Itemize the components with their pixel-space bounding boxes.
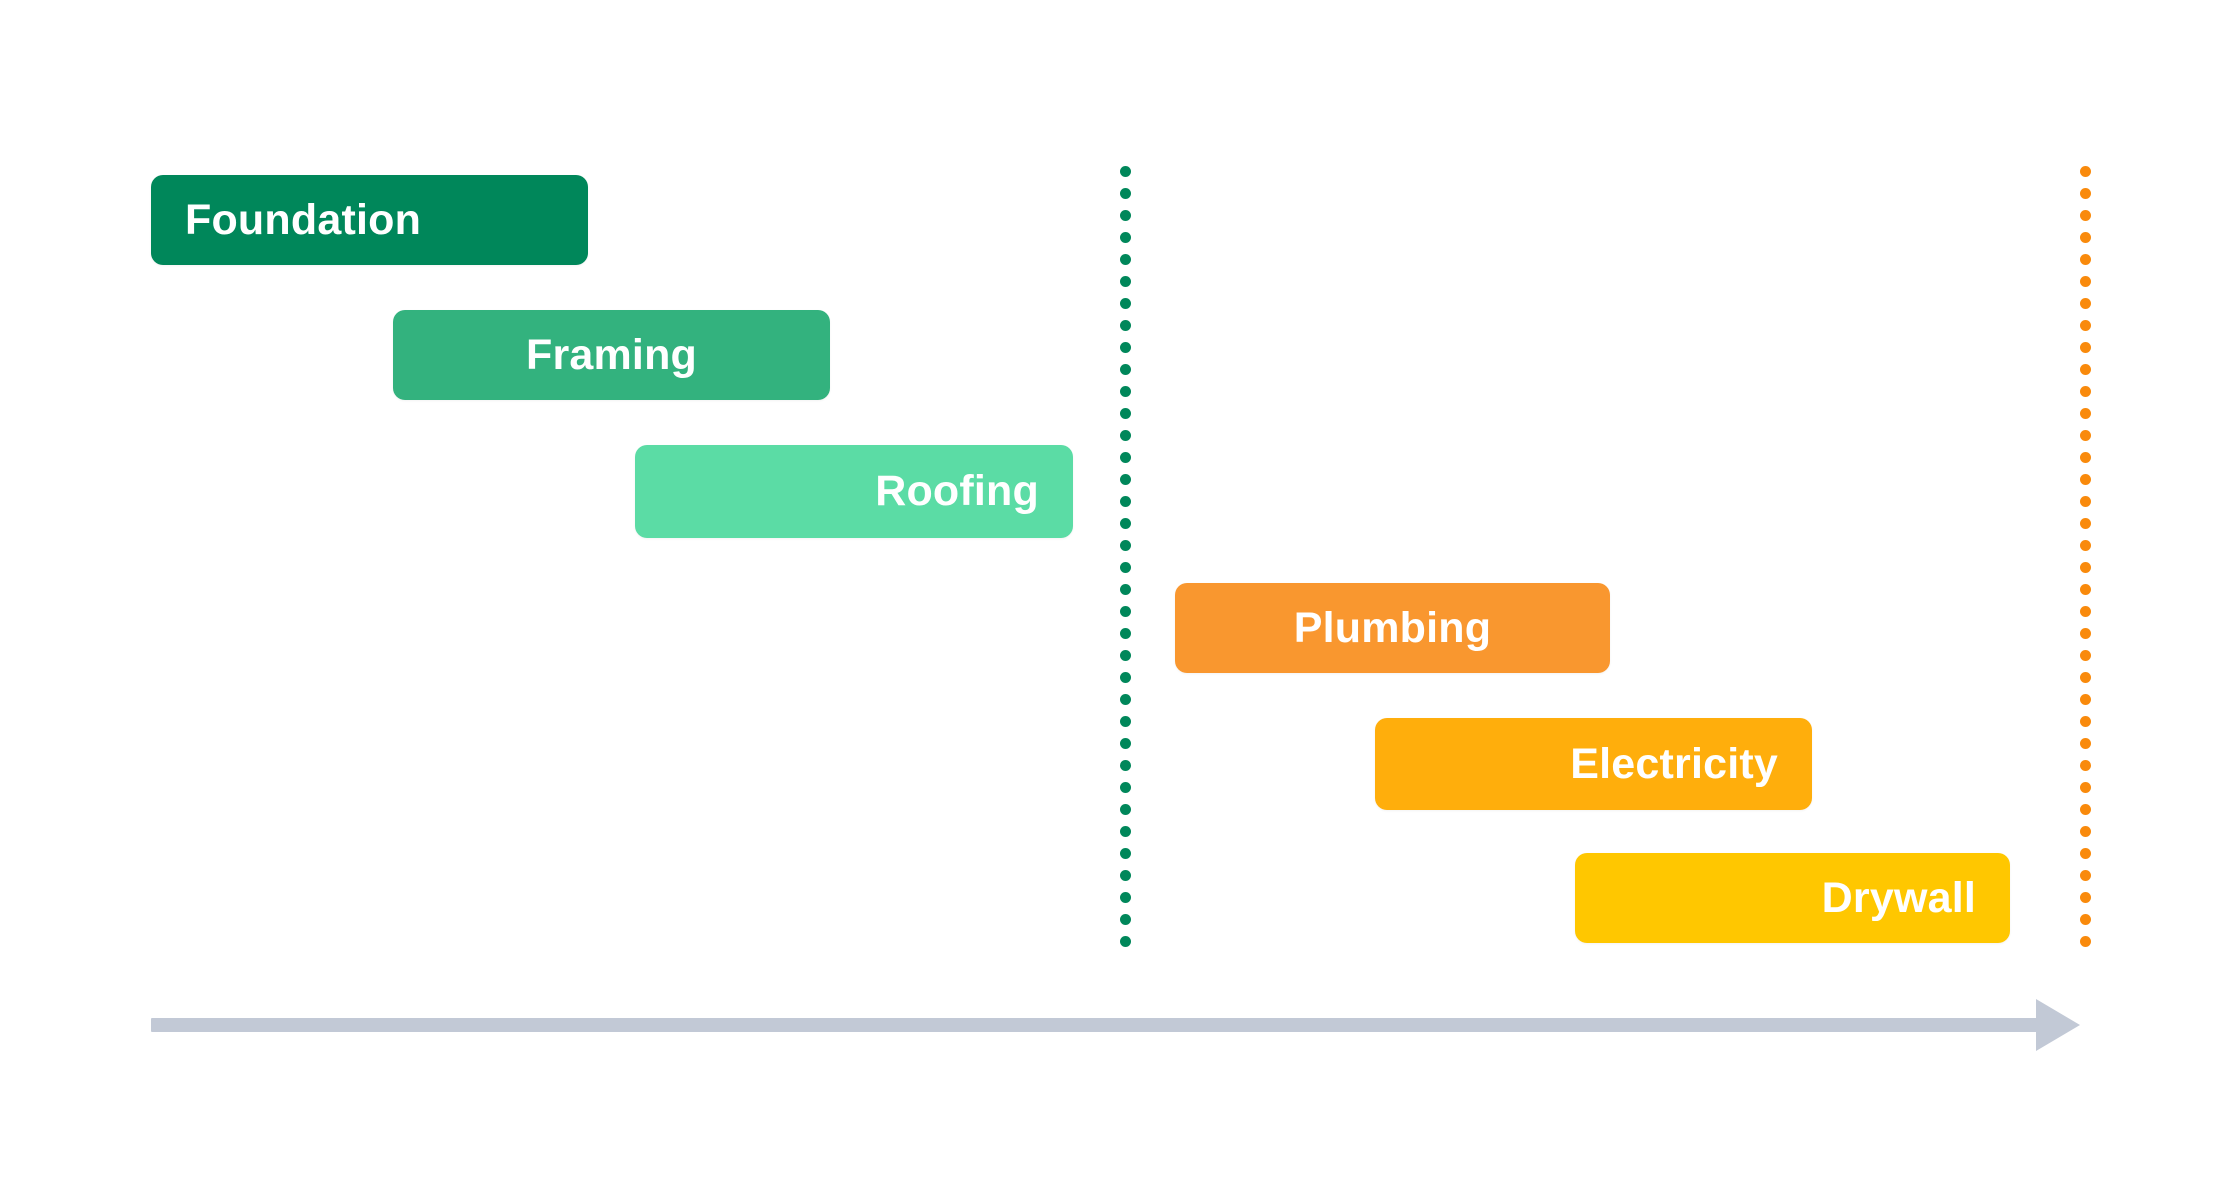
milestone-dot-icon — [1120, 738, 1131, 749]
milestone-dot-icon — [1120, 606, 1131, 617]
milestone-dot-icon — [1120, 210, 1131, 221]
milestone-dot-icon — [2080, 166, 2091, 177]
milestone-guide-phase-boundary-end — [2080, 166, 2091, 950]
milestone-dot-icon — [2080, 188, 2091, 199]
gantt-bar-label: Plumbing — [1293, 603, 1492, 652]
milestone-dot-icon — [2080, 826, 2091, 837]
milestone-dot-icon — [2080, 804, 2091, 815]
milestone-dot-icon — [2080, 430, 2091, 441]
gantt-bar-label: Electricity — [1570, 739, 1778, 788]
milestone-dot-icon — [2080, 386, 2091, 397]
milestone-dot-icon — [1120, 782, 1131, 793]
gantt-bar-label: Drywall — [1821, 873, 1976, 922]
gantt-bar-label: Foundation — [185, 195, 422, 244]
milestone-dot-icon — [1120, 826, 1131, 837]
milestone-dot-icon — [1120, 760, 1131, 771]
milestone-dot-icon — [1120, 254, 1131, 265]
gantt-bar-label: Framing — [525, 330, 698, 379]
milestone-dot-icon — [2080, 562, 2091, 573]
milestone-dot-icon — [2080, 254, 2091, 265]
milestone-dot-icon — [1120, 474, 1131, 485]
milestone-dot-icon — [1120, 342, 1131, 353]
milestone-dot-icon — [2080, 452, 2091, 463]
milestone-dot-icon — [2080, 584, 2091, 595]
milestone-dot-icon — [1120, 584, 1131, 595]
milestone-dot-icon — [1120, 496, 1131, 507]
milestone-dot-icon — [2080, 936, 2091, 947]
milestone-dot-icon — [1120, 650, 1131, 661]
milestone-dot-icon — [2080, 606, 2091, 617]
milestone-dot-icon — [2080, 518, 2091, 529]
milestone-dot-icon — [2080, 650, 2091, 661]
milestone-dot-icon — [1120, 298, 1131, 309]
milestone-dot-icon — [1120, 936, 1131, 947]
milestone-dot-icon — [2080, 364, 2091, 375]
milestone-dot-icon — [2080, 342, 2091, 353]
milestone-dot-icon — [2080, 320, 2091, 331]
milestone-dot-icon — [1120, 276, 1131, 287]
milestone-dot-icon — [1120, 320, 1131, 331]
milestone-dot-icon — [2080, 694, 2091, 705]
timeline-axis-arrowhead — [2036, 999, 2080, 1051]
milestone-dot-icon — [2080, 232, 2091, 243]
milestone-dot-icon — [1120, 430, 1131, 441]
milestone-dot-icon — [1120, 694, 1131, 705]
gantt-bar-label: Roofing — [875, 467, 1039, 515]
timeline-axis-shaft — [151, 1018, 2042, 1032]
milestone-dot-icon — [2080, 496, 2091, 507]
gantt-bar-foundation[interactable]: Foundation — [151, 175, 588, 265]
milestone-dot-icon — [2080, 760, 2091, 771]
milestone-dot-icon — [1120, 716, 1131, 727]
milestone-dot-icon — [1120, 848, 1131, 859]
milestone-dot-icon — [2080, 892, 2091, 903]
milestone-dot-icon — [1120, 628, 1131, 639]
milestone-dot-icon — [1120, 804, 1131, 815]
milestone-dot-icon — [2080, 672, 2091, 683]
milestone-dot-icon — [2080, 408, 2091, 419]
milestone-dot-icon — [1120, 232, 1131, 243]
timeline-axis-arrow — [151, 995, 2080, 1055]
milestone-dot-icon — [2080, 848, 2091, 859]
gantt-bar-roofing[interactable]: Roofing — [635, 445, 1073, 538]
milestone-dot-icon — [2080, 738, 2091, 749]
milestone-dot-icon — [2080, 474, 2091, 485]
milestone-dot-icon — [1120, 166, 1131, 177]
milestone-dot-icon — [1120, 914, 1131, 925]
milestone-dot-icon — [2080, 914, 2091, 925]
gantt-bar-electricity[interactable]: Electricity — [1375, 718, 1812, 810]
gantt-bar-framing[interactable]: Framing — [393, 310, 830, 400]
milestone-dot-icon — [1120, 518, 1131, 529]
milestone-dot-icon — [1120, 672, 1131, 683]
milestone-dot-icon — [2080, 540, 2091, 551]
milestone-dot-icon — [2080, 298, 2091, 309]
milestone-dot-icon — [2080, 628, 2091, 639]
milestone-dot-icon — [2080, 870, 2091, 881]
milestone-guide-phase-boundary-start — [1120, 166, 1131, 950]
milestone-dot-icon — [1120, 452, 1131, 463]
milestone-dot-icon — [1120, 562, 1131, 573]
milestone-dot-icon — [2080, 210, 2091, 221]
milestone-dot-icon — [1120, 386, 1131, 397]
gantt-bar-plumbing[interactable]: Plumbing — [1175, 583, 1610, 673]
gantt-bar-drywall[interactable]: Drywall — [1575, 853, 2010, 943]
milestone-dot-icon — [2080, 276, 2091, 287]
milestone-dot-icon — [1120, 408, 1131, 419]
milestone-dot-icon — [2080, 782, 2091, 793]
milestone-dot-icon — [1120, 870, 1131, 881]
milestone-dot-icon — [1120, 892, 1131, 903]
milestone-dot-icon — [1120, 188, 1131, 199]
milestone-dot-icon — [1120, 540, 1131, 551]
milestone-dot-icon — [2080, 716, 2091, 727]
milestone-dot-icon — [1120, 364, 1131, 375]
